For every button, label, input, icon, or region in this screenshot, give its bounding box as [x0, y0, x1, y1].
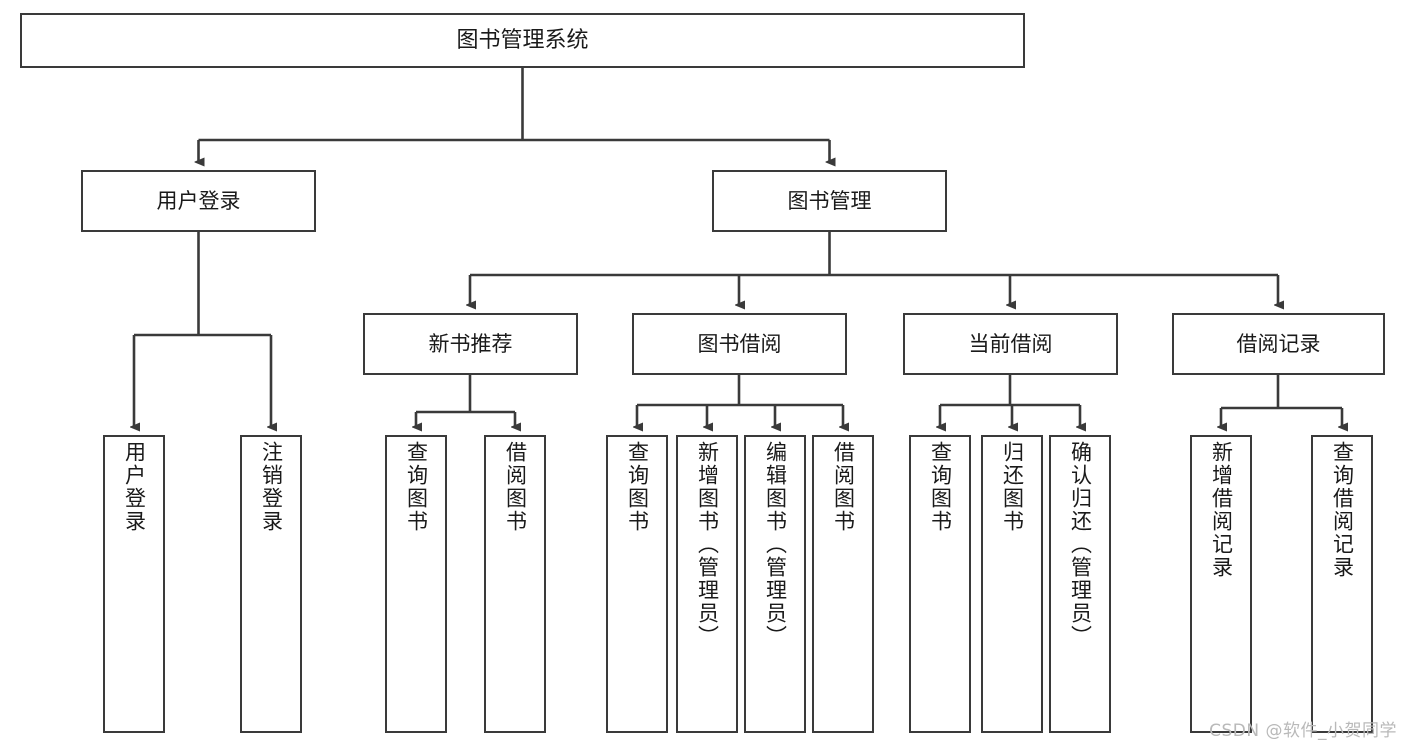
- node-book-borrow-label: 图书借阅: [697, 331, 782, 356]
- node-borrow-book-rec-label: 借阅图书: [503, 441, 528, 533]
- node-current-borrow[interactable]: 当前借阅: [903, 313, 1118, 375]
- node-logout-leaf[interactable]: 注销登录: [240, 435, 302, 733]
- node-book-manage[interactable]: 图书管理: [712, 170, 947, 232]
- node-new-book-recommend[interactable]: 新书推荐: [363, 313, 578, 375]
- node-borrow-book-rec[interactable]: 借阅图书: [484, 435, 546, 733]
- node-query-borrow-record-label: 查询借阅记录: [1330, 441, 1355, 579]
- node-user-login-leaf[interactable]: 用户登录: [103, 435, 165, 733]
- node-root-label: 图书管理系统: [456, 27, 589, 53]
- node-current-borrow-label: 当前借阅: [968, 331, 1053, 356]
- node-new-book-recommend-label: 新书推荐: [428, 331, 513, 356]
- node-borrow-record[interactable]: 借阅记录: [1172, 313, 1385, 375]
- node-query-book-borrow-label: 查询图书: [625, 441, 650, 533]
- node-return-book-label: 归还图书: [1000, 441, 1025, 533]
- node-logout-leaf-label: 注销登录: [259, 441, 284, 533]
- node-query-book-borrow[interactable]: 查询图书: [606, 435, 668, 733]
- node-book-borrow[interactable]: 图书借阅: [632, 313, 847, 375]
- node-query-borrow-record[interactable]: 查询借阅记录: [1311, 435, 1373, 733]
- node-user-login-label: 用户登录: [156, 188, 241, 213]
- node-confirm-return-admin[interactable]: 确认归还（管理员）: [1049, 435, 1111, 733]
- node-edit-book-admin[interactable]: 编辑图书（管理员）: [744, 435, 806, 733]
- node-query-book-cur-label: 查询图书: [928, 441, 953, 533]
- node-add-borrow-record-label: 新增借阅记录: [1209, 441, 1234, 579]
- node-root[interactable]: 图书管理系统: [20, 13, 1025, 68]
- node-user-login-leaf-label: 用户登录: [122, 441, 147, 533]
- node-edit-book-admin-label: 编辑图书（管理员）: [763, 441, 788, 648]
- node-confirm-return-admin-label: 确认归还（管理员）: [1068, 441, 1093, 648]
- node-query-book-rec-label: 查询图书: [404, 441, 429, 533]
- node-add-book-admin-label: 新增图书（管理员）: [695, 441, 720, 648]
- node-add-borrow-record[interactable]: 新增借阅记录: [1190, 435, 1252, 733]
- csdn-watermark: CSDN @软件_小贺同学: [1209, 721, 1397, 741]
- node-borrow-book[interactable]: 借阅图书: [812, 435, 874, 733]
- node-query-book-cur[interactable]: 查询图书: [909, 435, 971, 733]
- node-add-book-admin[interactable]: 新增图书（管理员）: [676, 435, 738, 733]
- node-book-manage-label: 图书管理: [787, 188, 872, 213]
- node-return-book[interactable]: 归还图书: [981, 435, 1043, 733]
- node-user-login[interactable]: 用户登录: [81, 170, 316, 232]
- node-query-book-rec[interactable]: 查询图书: [385, 435, 447, 733]
- node-borrow-book-label: 借阅图书: [831, 441, 856, 533]
- node-borrow-record-label: 借阅记录: [1236, 331, 1321, 356]
